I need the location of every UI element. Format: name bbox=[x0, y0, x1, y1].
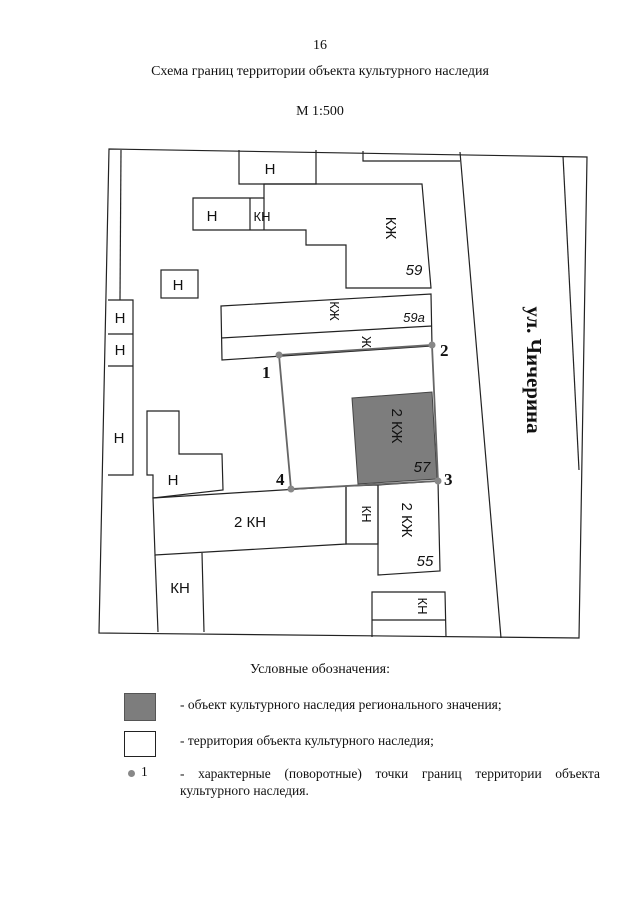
label-num-57: 57 bbox=[414, 459, 431, 476]
label-kzh-59a: КЖ bbox=[327, 301, 342, 321]
edge-strip bbox=[119, 149, 122, 301]
label-heritage: 2 КЖ bbox=[388, 408, 405, 443]
point-label-1: 1 bbox=[262, 363, 271, 382]
point-label-2: 2 bbox=[440, 341, 449, 360]
edge-building bbox=[108, 299, 134, 476]
point-label-3: 3 bbox=[444, 470, 453, 489]
label-kzh-55: 2 КЖ bbox=[398, 502, 415, 537]
label-kn-bottom-left: КН bbox=[170, 580, 190, 597]
building-top-strip bbox=[362, 151, 460, 162]
building-h-top bbox=[238, 150, 317, 185]
page-number: 16 bbox=[313, 38, 327, 53]
street-edge-right bbox=[562, 155, 580, 471]
label-h-lower: Н bbox=[168, 472, 179, 489]
scheme-scale: М 1:500 bbox=[296, 104, 344, 119]
label-kn-upper: КН bbox=[254, 209, 271, 224]
label-zh-59a: Ж bbox=[359, 336, 374, 348]
label-2kn-lower: 2 КН bbox=[234, 514, 266, 531]
point-label-4: 4 bbox=[276, 470, 285, 489]
label-kn-bottom-right: КН bbox=[415, 598, 430, 615]
legend-item-points: - характерные (поворотные) точки границ … bbox=[180, 766, 600, 798]
label-h-mid: Н bbox=[173, 277, 184, 294]
legend-point-icon bbox=[128, 770, 135, 777]
map-frame bbox=[98, 148, 588, 639]
building-kn-bottom-right bbox=[371, 591, 447, 638]
label-kn-small: КН bbox=[359, 506, 374, 523]
label-h-edge-1: Н bbox=[115, 310, 126, 327]
building-divider bbox=[220, 325, 433, 339]
street-edge-left bbox=[459, 151, 502, 639]
building-upper-complex bbox=[192, 183, 432, 289]
label-num-55: 55 bbox=[417, 553, 434, 570]
legend-point-label: 1 bbox=[141, 764, 148, 779]
legend-item-heritage: - объект культурного наследия региональн… bbox=[180, 697, 502, 712]
boundary-point-4 bbox=[287, 485, 295, 493]
building-h-lower bbox=[146, 410, 224, 499]
label-kzh-upper: КЖ bbox=[382, 217, 399, 240]
boundary-point-2 bbox=[428, 341, 436, 349]
street-name: ул. Чичерина bbox=[522, 306, 546, 434]
label-num-59a: 59а bbox=[403, 310, 425, 325]
label-h-edge-2: Н bbox=[115, 342, 126, 359]
building-kn-bottom-left-right bbox=[201, 552, 205, 633]
legend-item-territory: - территория объекта культурного наследи… bbox=[180, 733, 434, 748]
label-h-left-upper: Н bbox=[207, 208, 218, 225]
building-kn-bottom-left bbox=[154, 554, 159, 633]
legend-swatch-territory bbox=[124, 731, 156, 757]
scheme-title: Схема границ территории объекта культурн… bbox=[151, 64, 489, 79]
boundary-point-3 bbox=[434, 477, 442, 485]
legend-heading: Условные обозначения: bbox=[249, 662, 391, 677]
boundary-point-1 bbox=[275, 351, 283, 359]
label-num-59: 59 bbox=[406, 262, 423, 279]
building-59a bbox=[220, 293, 433, 361]
building-h-mid bbox=[160, 269, 199, 299]
label-h-top: Н bbox=[265, 161, 276, 178]
label-h-edge-3: Н bbox=[114, 430, 125, 447]
legend-swatch-heritage bbox=[124, 693, 156, 721]
